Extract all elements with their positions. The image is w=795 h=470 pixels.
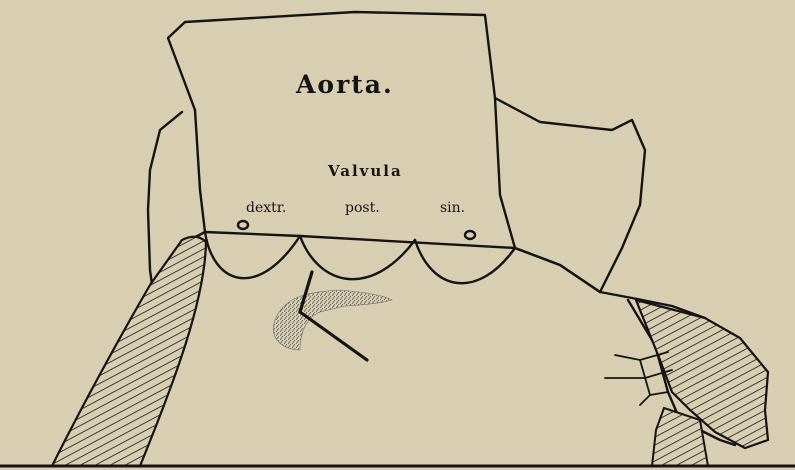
cusp-right — [205, 232, 300, 278]
stippled-tissue — [273, 290, 392, 350]
label-dextr: dextr. — [246, 200, 286, 216]
ostium-right-marker — [465, 231, 475, 239]
ventricle-right-outline — [515, 248, 705, 318]
vessel-branch-4 — [650, 392, 668, 395]
hatched-wall-left — [52, 237, 206, 466]
label-valvula: Valvula — [328, 162, 403, 180]
pointer-line-long — [300, 312, 367, 360]
vessel-branch-3 — [640, 360, 650, 405]
label-sin: sin. — [440, 200, 465, 216]
ostium-left-marker — [238, 221, 248, 229]
label-post: post. — [345, 200, 380, 216]
label-aorta: Aorta. — [296, 70, 394, 99]
right-auricle — [495, 98, 645, 292]
